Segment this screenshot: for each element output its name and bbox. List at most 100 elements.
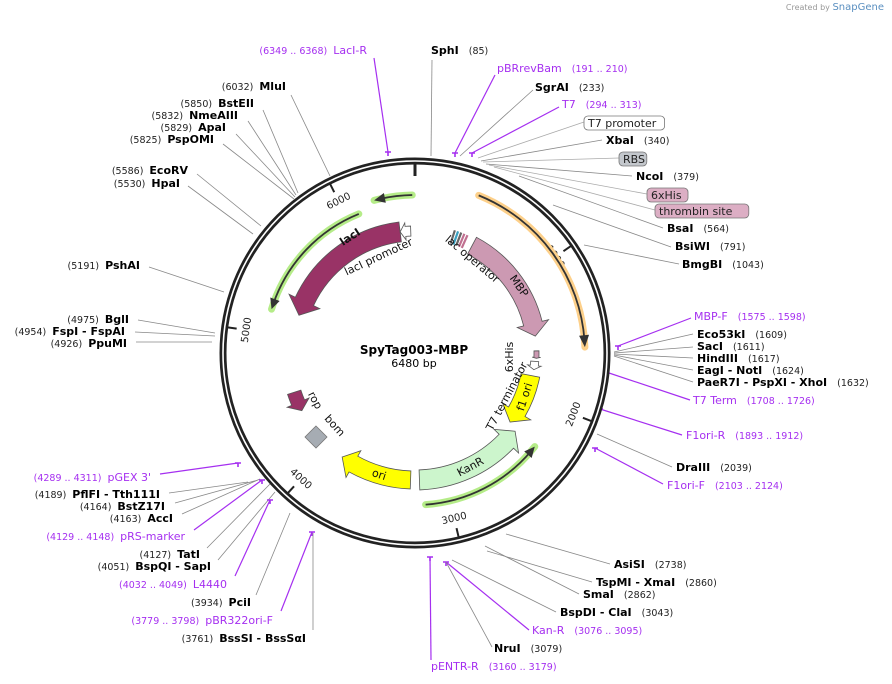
feature-box-rbs[interactable]: RBS bbox=[618, 151, 648, 167]
leader-line bbox=[613, 355, 694, 383]
restriction-site-label[interactable]: BsiWI(791) bbox=[675, 240, 745, 253]
feature-kanr[interactable] bbox=[418, 428, 520, 491]
enzyme-name: Eco53kI bbox=[697, 328, 745, 341]
feature-lac-operator-segment[interactable] bbox=[460, 234, 469, 249]
restriction-site-label[interactable]: BmgBI(1043) bbox=[682, 258, 764, 271]
site-position: (2738) bbox=[655, 560, 687, 571]
primer-label[interactable]: (3779 .. 3798)pBR322ori-F bbox=[131, 614, 273, 627]
leader-line bbox=[617, 317, 692, 347]
feature-laci[interactable] bbox=[288, 221, 402, 316]
feature-box-t7-promoter[interactable]: T7 promoter bbox=[583, 115, 665, 131]
primer-label[interactable]: F1ori-R(1893 .. 1912) bbox=[686, 429, 803, 442]
feature-lac-operator-segment[interactable] bbox=[449, 229, 456, 244]
primer-label[interactable]: T7 Term(1708 .. 1726) bbox=[692, 394, 815, 407]
restriction-site-label[interactable]: (5829)ApaI bbox=[161, 121, 227, 134]
feature-bom[interactable] bbox=[304, 425, 328, 449]
feature-mbp[interactable] bbox=[467, 236, 550, 337]
restriction-site-label[interactable]: (4163)AccI bbox=[110, 512, 173, 525]
site-position: (5832) bbox=[151, 111, 183, 122]
site-position: (6032) bbox=[222, 82, 254, 93]
primer-label[interactable]: (6349 .. 6368)LacI-R bbox=[259, 44, 367, 57]
restriction-site-label[interactable]: XbaI(340) bbox=[606, 134, 669, 147]
primer-label[interactable]: pBRrevBam(191 .. 210) bbox=[497, 62, 628, 75]
primer-label[interactable]: (4289 .. 4311)pGEX 3' bbox=[34, 471, 151, 484]
leader-line bbox=[445, 561, 493, 648]
leader-line bbox=[486, 550, 593, 583]
restriction-site-label[interactable]: SgrAI(233) bbox=[535, 81, 604, 94]
feature-lac-operator-segment[interactable] bbox=[452, 231, 460, 245]
restriction-site-label[interactable]: (5586)EcoRV bbox=[112, 164, 189, 177]
restriction-site-label[interactable]: (4926)PpuMI bbox=[51, 337, 127, 350]
restriction-site-label[interactable]: SacI(1611) bbox=[697, 340, 765, 353]
leader-line bbox=[583, 244, 680, 265]
kanr-orf[interactable] bbox=[425, 450, 533, 506]
restriction-site-label[interactable]: AsiSI(2738) bbox=[614, 558, 686, 571]
site-position: (4954) bbox=[15, 327, 47, 338]
restriction-site-label[interactable]: (6032)MluI bbox=[222, 80, 286, 93]
primer-label[interactable]: F1ori-F(2103 .. 2124) bbox=[667, 479, 783, 492]
enzyme-name: SmaI bbox=[583, 588, 614, 601]
laci-orf-upper-arrowhead bbox=[374, 192, 386, 203]
restriction-site-label[interactable]: SmaI(2862) bbox=[583, 588, 656, 601]
restriction-site-label[interactable]: HindIII(1617) bbox=[697, 352, 780, 365]
leader-line bbox=[217, 491, 276, 561]
mbp-orf[interactable] bbox=[478, 194, 586, 342]
restriction-site-label[interactable]: BsaI(564) bbox=[667, 222, 729, 235]
restriction-site-label[interactable]: TspMI - XmaI(2860) bbox=[596, 576, 717, 589]
restriction-site-label[interactable]: Eco53kI(1609) bbox=[697, 328, 787, 341]
primer-range: (1893 .. 1912) bbox=[735, 431, 803, 442]
enzyme-name: HpaI bbox=[151, 177, 180, 190]
feature-6xhis[interactable] bbox=[532, 350, 541, 359]
restriction-site-label[interactable]: (5191)PshAI bbox=[68, 259, 140, 272]
restriction-site-label[interactable]: SphI(85) bbox=[431, 44, 488, 57]
feature-lac-operator-segment[interactable] bbox=[455, 232, 463, 247]
leader-line bbox=[222, 143, 295, 200]
primer-label[interactable]: pENTR-R(3160 .. 3179) bbox=[431, 660, 557, 673]
restriction-site-label[interactable]: (3934)PciI bbox=[191, 596, 251, 609]
restriction-site-label[interactable]: (5825)PspOMI bbox=[130, 133, 214, 146]
feature-laci-promoter[interactable] bbox=[399, 221, 412, 242]
restriction-site-label[interactable]: (5832)NmeAIII bbox=[151, 109, 238, 122]
leader-line bbox=[477, 121, 585, 159]
enzyme-name: AccI bbox=[147, 512, 173, 525]
restriction-site-label[interactable]: PaeR7I - PspXI - XhoI(1632) bbox=[697, 376, 869, 389]
feature-rop[interactable] bbox=[285, 389, 310, 412]
restriction-site-label[interactable]: (5530)HpaI bbox=[114, 177, 180, 190]
restriction-site-label[interactable]: (4164)BstZ17I bbox=[80, 500, 165, 513]
leader-line bbox=[454, 74, 496, 154]
primer-label[interactable]: MBP-F(1575 .. 1598) bbox=[694, 310, 806, 323]
restriction-site-label[interactable]: (4954)FspI - FspAI bbox=[15, 325, 125, 338]
primer-range: (3160 .. 3179) bbox=[489, 662, 557, 673]
site-position: (4051) bbox=[98, 562, 130, 573]
restriction-site-label[interactable]: (4975)BglI bbox=[67, 313, 129, 326]
leader-line bbox=[235, 133, 296, 198]
feature-box-label: RBS bbox=[623, 153, 645, 166]
restriction-site-label[interactable]: NruI(3079) bbox=[494, 642, 562, 655]
feature-t7-terminator[interactable] bbox=[526, 360, 543, 371]
primer-label[interactable]: T7(294 .. 313) bbox=[561, 98, 641, 111]
primer-label[interactable]: (4032 .. 4049)L4440 bbox=[119, 578, 227, 591]
feature-box-6xhis[interactable]: 6xHis bbox=[646, 187, 689, 203]
restriction-site-label[interactable]: (4189)PflFI - Tth111I bbox=[35, 488, 160, 501]
laci-orf[interactable] bbox=[272, 213, 360, 305]
primer-label[interactable]: Kan-R(3076 .. 3095) bbox=[532, 624, 642, 637]
restriction-site-label[interactable]: BspDI - ClaI(3043) bbox=[560, 606, 673, 619]
restriction-site-label[interactable]: DraIII(2039) bbox=[676, 461, 752, 474]
feature-label: 6xHis bbox=[503, 341, 516, 372]
restriction-site-label[interactable]: EagI - NotI(1624) bbox=[697, 364, 804, 377]
feature-box-thrombin-site[interactable]: thrombin site bbox=[654, 203, 750, 219]
primer-label[interactable]: (4129 .. 4148)pRS-marker bbox=[46, 530, 185, 543]
leader-line bbox=[613, 354, 694, 371]
enzyme-name: BmgBI bbox=[682, 258, 722, 271]
site-position: (4127) bbox=[140, 550, 172, 561]
restriction-site-label[interactable]: NcoI(379) bbox=[636, 170, 699, 183]
feature-ori[interactable] bbox=[341, 449, 412, 490]
restriction-site-label[interactable]: (4051)BspQI - SapI bbox=[98, 560, 211, 573]
feature-f1-ori[interactable] bbox=[501, 373, 541, 423]
primer-name: LacI-R bbox=[333, 44, 367, 57]
restriction-site-label[interactable]: (4127)TatI bbox=[140, 548, 200, 561]
leader-line bbox=[613, 333, 694, 353]
restriction-site-label[interactable]: (3761)BssSI - BssSαI bbox=[182, 632, 306, 645]
feature-lac-operator-segment[interactable] bbox=[457, 233, 466, 248]
restriction-site-label[interactable]: (5850)BstEII bbox=[181, 97, 254, 110]
